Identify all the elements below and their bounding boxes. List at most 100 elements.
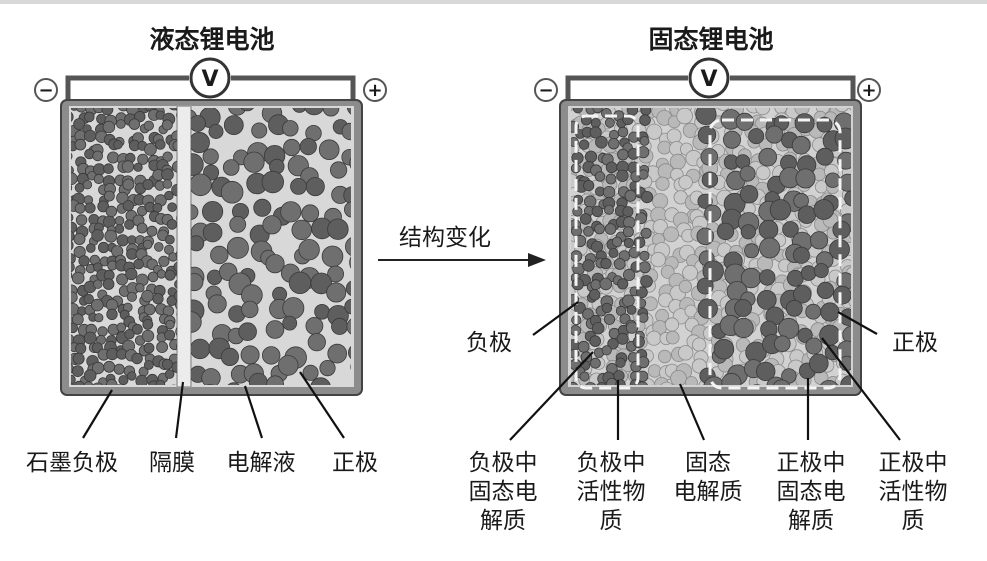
particle [636, 381, 649, 385]
particle [702, 260, 724, 282]
svg-text:正极中: 正极中 [777, 450, 846, 476]
particle [664, 317, 680, 332]
particle [793, 285, 812, 304]
particle [265, 320, 285, 339]
svg-text:固态电: 固态电 [469, 479, 538, 505]
particle [164, 234, 175, 245]
particle [346, 108, 351, 115]
particle [590, 279, 602, 291]
svg-text:活性物: 活性物 [879, 479, 948, 505]
particle [155, 139, 166, 150]
particle [141, 289, 154, 303]
particle [291, 219, 312, 241]
particle [844, 190, 851, 207]
particle [176, 343, 177, 350]
particle [583, 226, 594, 237]
particle [670, 370, 687, 385]
particle [113, 139, 123, 150]
positive-terminal: + [861, 80, 876, 101]
particle [573, 301, 586, 314]
particle [678, 345, 694, 361]
particle [816, 281, 835, 299]
particle [305, 316, 324, 335]
particle [682, 264, 698, 281]
particle [93, 279, 103, 289]
particle [125, 267, 138, 281]
particle [782, 221, 799, 238]
particle [813, 199, 835, 220]
particle [579, 213, 592, 225]
particle [176, 215, 177, 222]
particle [78, 255, 90, 267]
particle [173, 291, 177, 301]
particle [303, 108, 325, 116]
particle [94, 313, 104, 323]
particle [154, 242, 164, 252]
particle [142, 318, 154, 330]
particle [71, 322, 78, 334]
particle [171, 361, 177, 373]
particle [752, 384, 761, 385]
particle [71, 291, 78, 304]
cathode-region-outline [708, 118, 842, 390]
particle [114, 224, 125, 234]
particle [755, 108, 771, 116]
particle [104, 190, 115, 202]
particle [71, 240, 74, 251]
particle [280, 201, 302, 223]
label-separator: 隔膜 [149, 450, 195, 476]
particle [608, 247, 619, 258]
particle [168, 252, 177, 262]
particle [143, 360, 154, 370]
particle [592, 108, 603, 114]
left-leader-lines [82, 371, 345, 439]
particle [83, 381, 94, 385]
voltmeter-label: V [201, 67, 218, 92]
particle [98, 241, 110, 254]
particle [241, 300, 259, 319]
particle [579, 371, 590, 382]
particle [626, 304, 637, 315]
particle [101, 108, 114, 116]
particle [590, 357, 601, 369]
particle [617, 148, 629, 161]
particle [174, 280, 177, 289]
label-anode: 负极 [466, 330, 512, 356]
particle [133, 162, 143, 172]
particle [697, 125, 717, 145]
particle [819, 324, 841, 346]
particle [639, 250, 650, 261]
particle [616, 332, 629, 345]
particle [201, 368, 221, 385]
particle [283, 138, 301, 157]
particle [713, 338, 735, 360]
particle [143, 120, 154, 131]
particle [584, 150, 598, 163]
particle [638, 312, 649, 323]
particle [143, 142, 157, 156]
particle [146, 225, 158, 237]
particle [326, 282, 347, 303]
particle [321, 245, 344, 268]
particle [636, 286, 648, 299]
particle [71, 262, 75, 273]
particle [171, 183, 177, 197]
particle [697, 298, 718, 319]
particle [164, 369, 175, 379]
particle [191, 235, 205, 252]
particle [117, 108, 130, 112]
particle [601, 345, 612, 356]
particle [191, 273, 204, 292]
particle [613, 257, 626, 270]
particle [602, 185, 616, 199]
particle [572, 108, 583, 114]
particle [319, 359, 336, 377]
transition-arrow [378, 253, 546, 267]
particle [290, 177, 307, 195]
particle [143, 342, 155, 354]
particle [314, 303, 330, 320]
particle [262, 215, 282, 235]
particle [591, 205, 604, 218]
particle [759, 269, 776, 286]
